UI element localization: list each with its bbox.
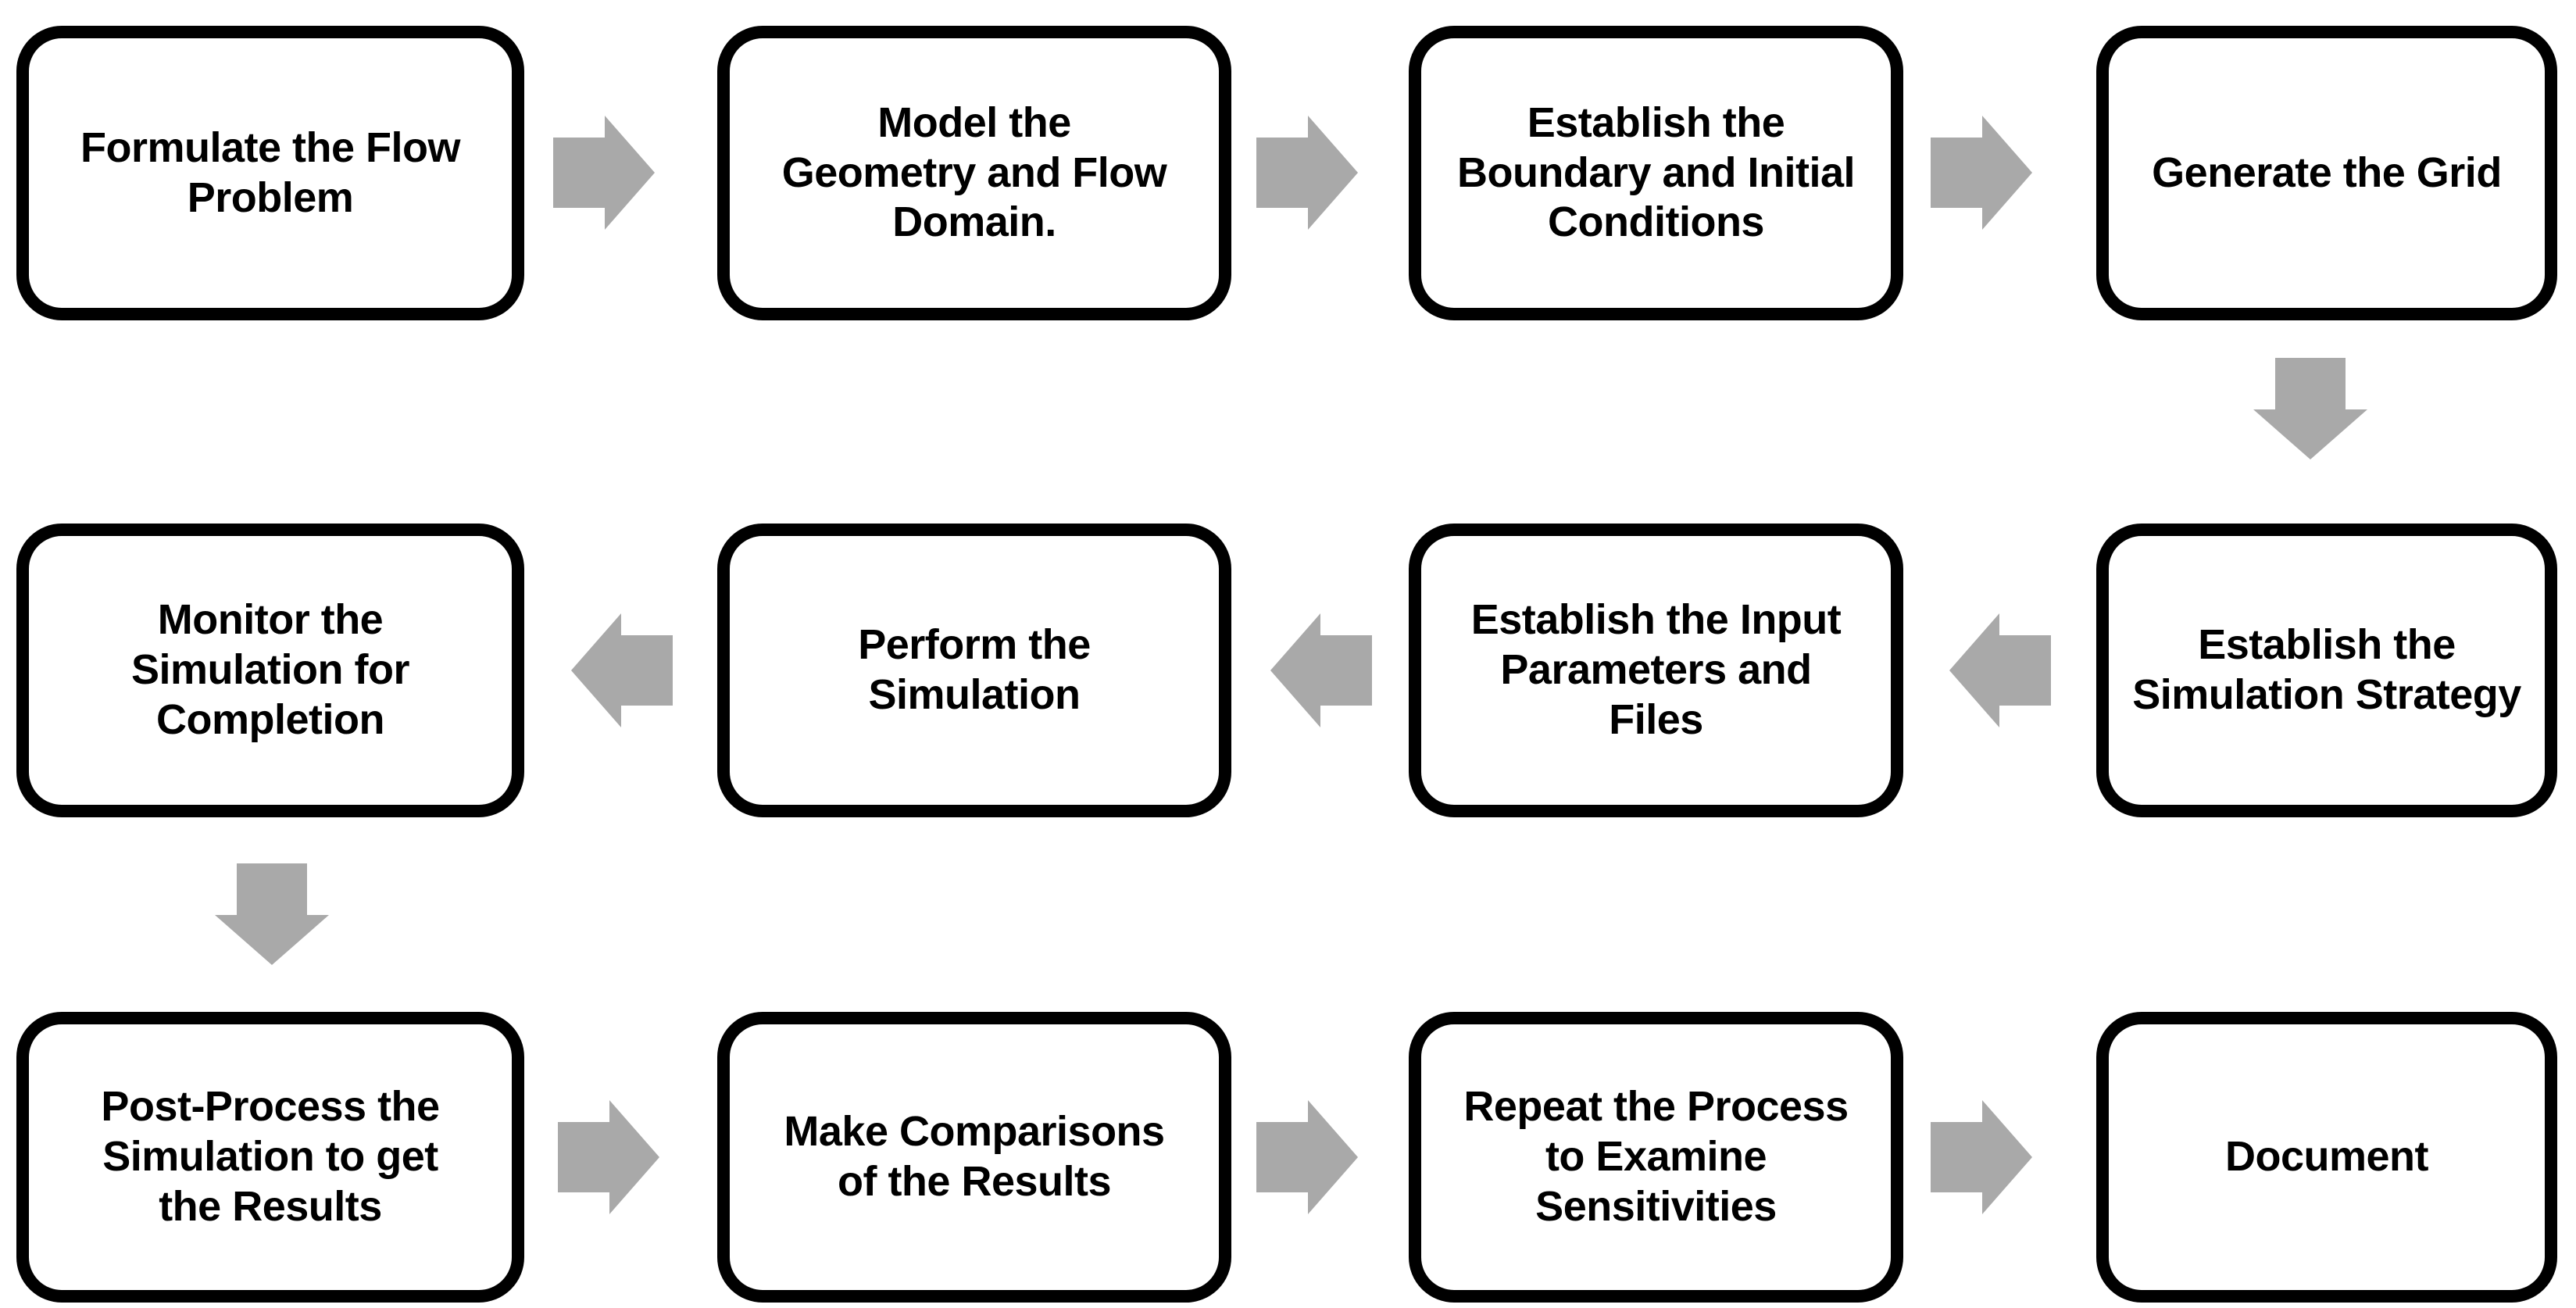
arrow-left-icon — [1269, 612, 1372, 729]
arrow-right-icon — [558, 1099, 661, 1216]
step-label: Document — [2224, 1133, 2429, 1181]
arrow-right-icon — [553, 114, 656, 231]
arrow-left-icon — [1948, 612, 2051, 729]
arrow-right-icon — [1931, 1099, 2034, 1216]
step-label: Perform the Simulation — [858, 621, 1091, 718]
arrow-down-icon — [213, 863, 330, 967]
arrow-right-icon — [1931, 114, 2034, 231]
step-post-process-results: Post-Process the Simulation to get the R… — [16, 1012, 524, 1303]
step-document: Document — [2096, 1012, 2557, 1303]
step-label: Repeat the Process to Examine Sensitivit… — [1463, 1083, 1849, 1230]
step-label: Make Comparisons of the Results — [784, 1108, 1165, 1205]
step-label: Establish the Simulation Strategy — [2132, 621, 2521, 718]
step-label: Generate the Grid — [2152, 148, 2502, 196]
step-repeat-process-sensitivities: Repeat the Process to Examine Sensitivit… — [1409, 1012, 1903, 1303]
arrow-right-icon — [1256, 1099, 1359, 1216]
step-monitor-simulation-completion: Monitor the Simulation for Completion — [16, 524, 524, 817]
step-make-comparisons: Make Comparisons of the Results — [717, 1012, 1231, 1303]
arrow-right-icon — [1256, 114, 1359, 231]
step-boundary-initial-conditions: Establish the Boundary and Initial Condi… — [1409, 26, 1903, 320]
step-simulation-strategy: Establish the Simulation Strategy — [2096, 524, 2557, 817]
step-label: Establish the Boundary and Initial Condi… — [1456, 98, 1856, 246]
step-formulate-flow-problem: Formulate the Flow Problem — [16, 26, 524, 320]
step-label: Model the Geometry and Flow Domain. — [781, 98, 1167, 246]
step-label: Establish the Input Parameters and Files — [1470, 596, 1842, 743]
arrow-left-icon — [570, 612, 673, 729]
step-label: Post-Process the Simulation to get the R… — [101, 1083, 440, 1230]
arrow-down-icon — [2252, 358, 2369, 461]
step-label: Formulate the Flow Problem — [80, 123, 461, 221]
step-label: Monitor the Simulation for Completion — [131, 596, 410, 743]
step-model-geometry-flow-domain: Model the Geometry and Flow Domain. — [717, 26, 1231, 320]
step-input-parameters-files: Establish the Input Parameters and Files — [1409, 524, 1903, 817]
step-generate-grid: Generate the Grid — [2096, 26, 2557, 320]
step-perform-simulation: Perform the Simulation — [717, 524, 1231, 817]
